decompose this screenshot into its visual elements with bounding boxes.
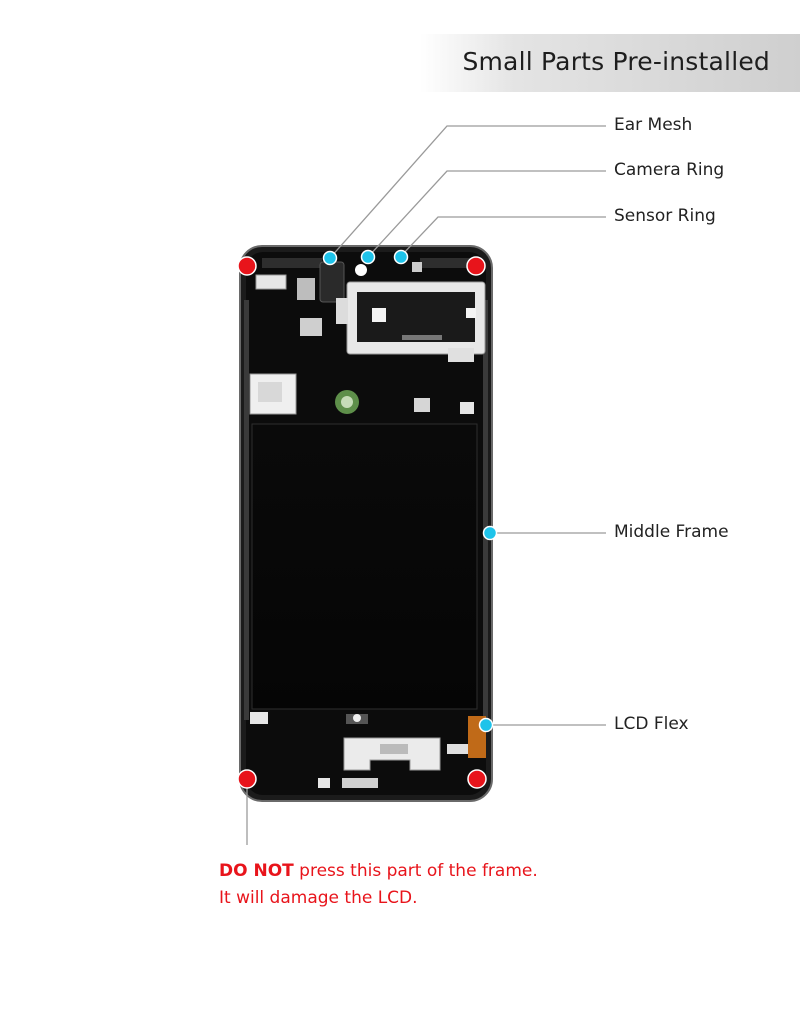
corner-dot-top-left xyxy=(237,256,257,276)
ear-mesh-dot xyxy=(322,250,338,266)
callout-dots xyxy=(322,249,498,733)
header-banner: Small Parts Pre-installed xyxy=(420,34,800,92)
camera-ring-leader xyxy=(367,170,606,258)
warning-line-2: It will damage the LCD. xyxy=(219,888,418,908)
warning-line-1-text: press this part of the frame. xyxy=(299,861,538,881)
warning-emphasis: DO NOT xyxy=(219,861,294,881)
sensor-ring-leader xyxy=(400,216,606,257)
left-bracket xyxy=(249,373,297,415)
callout-sensor-ring: Sensor Ring xyxy=(614,206,716,226)
camera-ring-dot xyxy=(360,249,376,265)
top-components xyxy=(249,258,486,415)
callout-middle-frame: Middle Frame xyxy=(614,522,729,542)
camera-bracket xyxy=(346,281,486,355)
warning-line-1: DO NOT press this part of the frame. xyxy=(219,858,538,885)
callout-camera-ring: Camera Ring xyxy=(614,160,725,180)
callout-ear-mesh: Ear Mesh xyxy=(614,115,693,135)
corner-dot-top-right xyxy=(466,256,486,276)
corner-dot-bottom-right xyxy=(467,769,487,789)
page-title: Small Parts Pre-installed xyxy=(462,47,770,76)
bottom-bracket xyxy=(343,737,441,771)
ear-mesh-leader xyxy=(329,125,606,259)
lcd-flex-dot xyxy=(478,717,494,733)
warning-note: DO NOT press this part of the frame. It … xyxy=(219,858,538,912)
middle-frame-dot xyxy=(482,525,498,541)
sensor-ring-dot xyxy=(393,249,409,265)
leader-lines xyxy=(246,125,606,845)
corner-dot-bottom-left xyxy=(237,769,257,789)
display-panel xyxy=(251,423,478,710)
warning-dots xyxy=(237,256,487,789)
callout-lcd-flex: LCD Flex xyxy=(614,714,689,734)
